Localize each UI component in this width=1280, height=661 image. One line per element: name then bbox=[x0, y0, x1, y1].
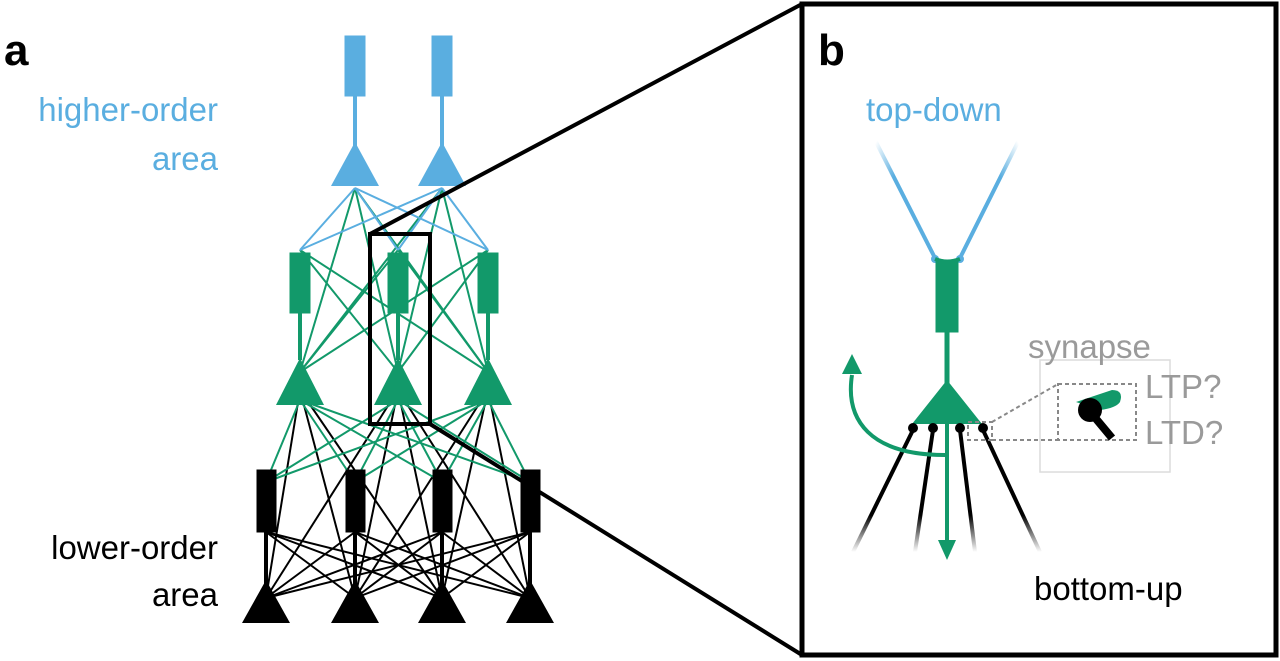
synapse-detail-box bbox=[1057, 383, 1137, 441]
synapse-icon bbox=[1076, 390, 1121, 441]
panel-a: a higher-order area lower-order area bbox=[4, 26, 554, 623]
synapse-inset: synapse LTP? LTD? bbox=[967, 328, 1223, 473]
feedback-arrow bbox=[842, 354, 946, 457]
middle-to-lower-connections bbox=[265, 399, 531, 483]
panel-b: b top-down bottom-up bbox=[799, 1, 1279, 658]
lower-neuron-3 bbox=[418, 469, 466, 623]
lower-order-label: lower-order bbox=[51, 529, 218, 566]
higher-order-label: higher-order bbox=[38, 91, 218, 128]
lower-connections bbox=[265, 389, 531, 599]
lower-neuron-2 bbox=[331, 469, 379, 623]
higher-neuron-1 bbox=[331, 35, 379, 186]
lower-order-label-line2: area bbox=[152, 576, 219, 613]
lower-neuron-1 bbox=[242, 469, 290, 623]
bottom-up-label: bottom-up bbox=[1034, 570, 1183, 607]
top-down-label: top-down bbox=[866, 91, 1002, 128]
zoom-selection-box bbox=[368, 232, 432, 426]
synapse-label: synapse bbox=[1028, 328, 1151, 365]
zoomed-neuron bbox=[912, 257, 982, 424]
synapse-callout-box bbox=[1039, 359, 1171, 473]
higher-to-middle-connections bbox=[299, 187, 489, 251]
ltd-label: LTD? bbox=[1145, 414, 1223, 451]
panel-b-letter: b bbox=[818, 26, 845, 75]
higher-order-label-line2: area bbox=[152, 140, 219, 177]
ltp-label: LTP? bbox=[1145, 368, 1221, 405]
lower-neuron-4 bbox=[506, 469, 554, 623]
higher-neuron-2 bbox=[418, 35, 466, 186]
zoom-projection-lines bbox=[369, 2, 804, 657]
top-down-inputs bbox=[874, 141, 1020, 263]
panel-a-letter: a bbox=[4, 26, 29, 75]
output-axon-arrow bbox=[938, 424, 956, 560]
middle-neuron-3 bbox=[464, 252, 512, 405]
middle-neuron-2 bbox=[374, 252, 422, 405]
middle-neuron-1 bbox=[276, 252, 324, 405]
